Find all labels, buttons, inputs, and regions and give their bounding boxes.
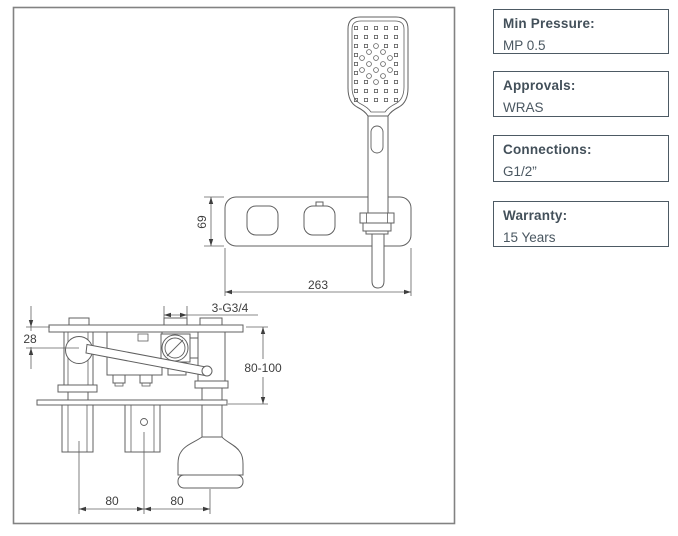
info-label: Connections: [503, 142, 592, 157]
dim-depth [228, 326, 268, 405]
nozzle-grid [353, 25, 398, 103]
rough-in-valve-view [36, 317, 244, 489]
drawing-border [12, 6, 456, 525]
dim-69 [204, 196, 224, 247]
holder-bell [177, 436, 244, 476]
plate-button-left [246, 205, 279, 236]
dim-spacing [78, 432, 211, 514]
info-label: Warranty: [503, 208, 568, 223]
info-box-connections: Connections: G1/2” [493, 135, 669, 182]
dim-label-inlet-thread: 3-G3/4 [212, 301, 249, 315]
info-label: Min Pressure: [503, 16, 595, 31]
handset-button [370, 125, 384, 154]
info-value: MP 0.5 [503, 38, 546, 53]
dim-28 [26, 306, 79, 369]
info-value: WRAS [503, 100, 544, 115]
valve-plate [224, 196, 412, 247]
info-value: G1/2” [503, 164, 537, 179]
dim-label-spacing-right: 80 [170, 494, 184, 508]
info-value: 15 Years [503, 230, 556, 245]
dim-label-spacing-left: 80 [105, 494, 119, 508]
dim-inlet-thread [163, 306, 258, 322]
dim-label-plate-width: 263 [308, 278, 328, 292]
plate-button-tab [315, 201, 324, 207]
dim-263 [225, 289, 411, 295]
handset-and-valve-view [26, 16, 412, 514]
info-label: Approvals: [503, 78, 576, 93]
dim-label-inlet-offset: 28 [23, 332, 37, 346]
info-box-warranty: Warranty: 15 Years [493, 201, 669, 247]
info-box-approvals: Approvals: WRAS [493, 71, 669, 117]
shower-head [347, 16, 409, 154]
info-box-min-pressure: Min Pressure: MP 0.5 [493, 9, 669, 54]
dim-label-plate-height: 69 [195, 215, 209, 229]
dim-label-depth-range: 80-100 [244, 361, 282, 375]
handset-connector [359, 212, 395, 289]
